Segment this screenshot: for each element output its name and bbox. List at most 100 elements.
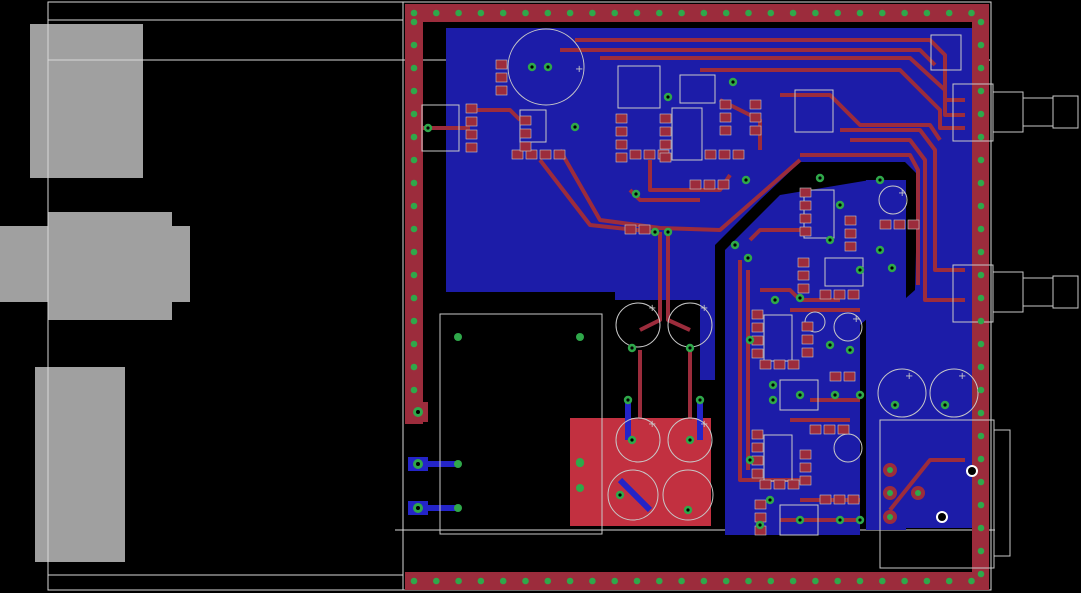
via-hole bbox=[748, 338, 752, 342]
via-hole bbox=[890, 266, 894, 270]
cap-c10 bbox=[878, 185, 908, 215]
frame-via bbox=[410, 363, 418, 371]
smd-pad bbox=[819, 494, 832, 505]
smd-pad bbox=[751, 348, 764, 359]
via-hole bbox=[748, 458, 752, 462]
frame-via bbox=[678, 577, 685, 585]
frame-via bbox=[879, 577, 886, 585]
smd-pad bbox=[847, 289, 860, 300]
frame-via bbox=[977, 524, 985, 532]
smd-pad bbox=[659, 139, 672, 150]
plus-c2: + bbox=[648, 303, 656, 314]
smd-pad bbox=[799, 449, 812, 460]
smd-pad bbox=[844, 241, 857, 252]
smd-pad bbox=[615, 139, 628, 150]
via-hole bbox=[878, 248, 882, 252]
via-hole bbox=[828, 343, 832, 347]
smd-pad bbox=[773, 359, 786, 370]
smd-pad bbox=[847, 494, 860, 505]
smd-pad bbox=[465, 142, 478, 153]
frame-via bbox=[633, 9, 641, 17]
via-hole bbox=[630, 346, 634, 350]
via-hole bbox=[653, 230, 657, 234]
frame-via bbox=[566, 9, 574, 17]
frame-via bbox=[455, 9, 462, 17]
via-hole bbox=[731, 80, 735, 84]
frame-via bbox=[977, 18, 985, 26]
smd-pad bbox=[751, 429, 764, 440]
smd-pad bbox=[495, 59, 508, 70]
smd-pad bbox=[754, 499, 767, 510]
smd-pads bbox=[465, 59, 920, 536]
smd-pad bbox=[465, 103, 478, 114]
smd-pad bbox=[519, 141, 532, 152]
smd-pad bbox=[844, 228, 857, 239]
frame-via bbox=[977, 110, 985, 118]
frame-via bbox=[977, 363, 985, 371]
frame-via bbox=[410, 64, 418, 72]
frame-via bbox=[968, 577, 975, 585]
frame-via bbox=[433, 577, 440, 585]
frame-via bbox=[767, 9, 775, 17]
jack-tab bbox=[993, 429, 1011, 557]
via-hole bbox=[688, 346, 692, 350]
frame-via bbox=[767, 577, 775, 585]
frame-via bbox=[410, 9, 418, 17]
via-hole bbox=[630, 438, 634, 442]
plus-c10: + bbox=[898, 188, 906, 199]
smd-pad bbox=[833, 494, 846, 505]
xtal bbox=[617, 65, 661, 109]
smd-pad bbox=[465, 129, 478, 140]
frame-via bbox=[410, 340, 418, 348]
smd-pad bbox=[809, 424, 822, 435]
via-hole bbox=[838, 203, 842, 207]
smd-pad bbox=[749, 125, 762, 136]
smd-pad bbox=[797, 257, 810, 268]
plus-c8: + bbox=[905, 371, 913, 382]
frame-via bbox=[410, 577, 418, 585]
vias bbox=[423, 62, 950, 530]
frame-via bbox=[745, 9, 752, 17]
frame-via bbox=[656, 577, 663, 585]
frame-via bbox=[977, 432, 985, 440]
smd-pad bbox=[703, 179, 716, 190]
polarity-marks: + + + + + + + + + bbox=[575, 64, 966, 430]
frame-via bbox=[678, 9, 685, 17]
frame-via bbox=[856, 9, 864, 17]
frame-via bbox=[410, 248, 418, 256]
cap-c4 bbox=[615, 417, 661, 463]
smd-pad bbox=[689, 179, 702, 190]
smd-pad bbox=[717, 179, 730, 190]
smd-pad bbox=[519, 128, 532, 139]
smd-pad bbox=[519, 115, 532, 126]
smd-pad bbox=[624, 224, 637, 235]
frame-via bbox=[977, 271, 985, 279]
cap-c1 bbox=[507, 28, 585, 106]
via-hole bbox=[893, 403, 897, 407]
smd-pad bbox=[819, 289, 832, 300]
frame-via bbox=[700, 9, 708, 17]
smd-pad bbox=[799, 462, 812, 473]
via-hole bbox=[426, 126, 430, 130]
frame-via bbox=[522, 9, 529, 17]
frame-via bbox=[410, 294, 418, 302]
smd-pad bbox=[749, 99, 762, 110]
frame-via bbox=[589, 577, 596, 585]
frame-via bbox=[522, 577, 529, 585]
connector-j1 bbox=[421, 104, 460, 152]
frame-via bbox=[923, 577, 931, 585]
via-hole bbox=[698, 398, 702, 402]
smd-pad bbox=[659, 152, 672, 163]
via-hole bbox=[798, 296, 802, 300]
smd-pad bbox=[797, 270, 810, 281]
frame-via bbox=[977, 386, 985, 394]
frame-via bbox=[977, 294, 985, 302]
frame-via bbox=[410, 156, 418, 164]
cap-c5 bbox=[667, 417, 713, 463]
frame-via bbox=[410, 87, 418, 95]
via-hole bbox=[798, 393, 802, 397]
smd-pad bbox=[751, 442, 764, 453]
power-module-pads bbox=[454, 333, 584, 512]
smd-pad bbox=[837, 424, 850, 435]
